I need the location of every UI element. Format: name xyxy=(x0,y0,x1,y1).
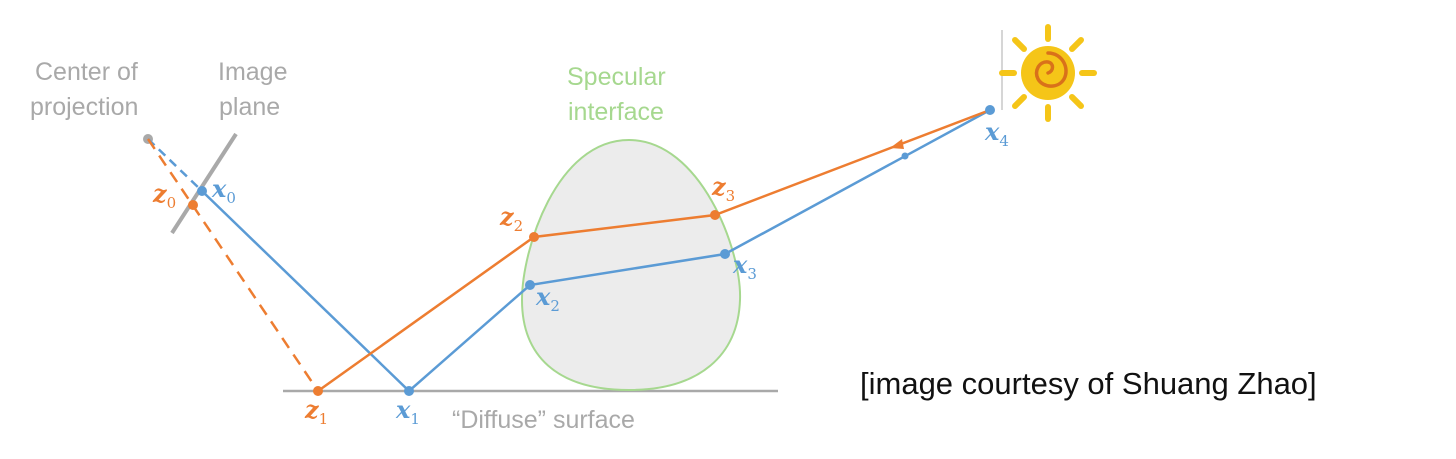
vertex-x3 xyxy=(720,249,730,259)
camera-ray-orange-dashed xyxy=(146,138,320,392)
image-plane-label: Image plane xyxy=(218,58,294,121)
label-x3: x3 xyxy=(732,250,757,283)
orange-arrowhead xyxy=(890,139,904,149)
vertex-z0 xyxy=(188,200,198,210)
vertex-z2 xyxy=(529,232,539,242)
light-path-z xyxy=(317,108,991,393)
label-x2: x2 xyxy=(535,282,560,315)
specular-interface-shape xyxy=(520,138,742,392)
label-x1: x1 xyxy=(395,395,420,428)
vertex-x1 xyxy=(404,386,414,396)
specular-interface-label: Specular interface xyxy=(567,63,673,126)
label-z0: z0 xyxy=(152,179,176,212)
label-x4: x4 xyxy=(984,117,1009,150)
vertex-z1 xyxy=(313,386,323,396)
label-z2: z2 xyxy=(499,202,523,235)
vertex-x0 xyxy=(197,186,207,196)
vertex-x2 xyxy=(525,280,535,290)
vertex-z3 xyxy=(710,210,720,220)
blue-arrow-dot xyxy=(901,152,909,160)
image-plane-line xyxy=(170,132,238,235)
diffuse-surface-label: “Diffuse” surface xyxy=(452,406,635,434)
center-of-projection-label: Center of projection xyxy=(30,58,145,121)
camera-ray-blue-dashed xyxy=(147,138,203,192)
label-x0: x0 xyxy=(211,174,236,207)
image-credit: [image courtesy of Shuang Zhao] xyxy=(860,366,1317,401)
label-z1: z1 xyxy=(304,395,328,428)
vertex-x4 xyxy=(985,105,995,115)
sun-icon xyxy=(999,24,1097,122)
label-z3: z3 xyxy=(711,172,735,205)
